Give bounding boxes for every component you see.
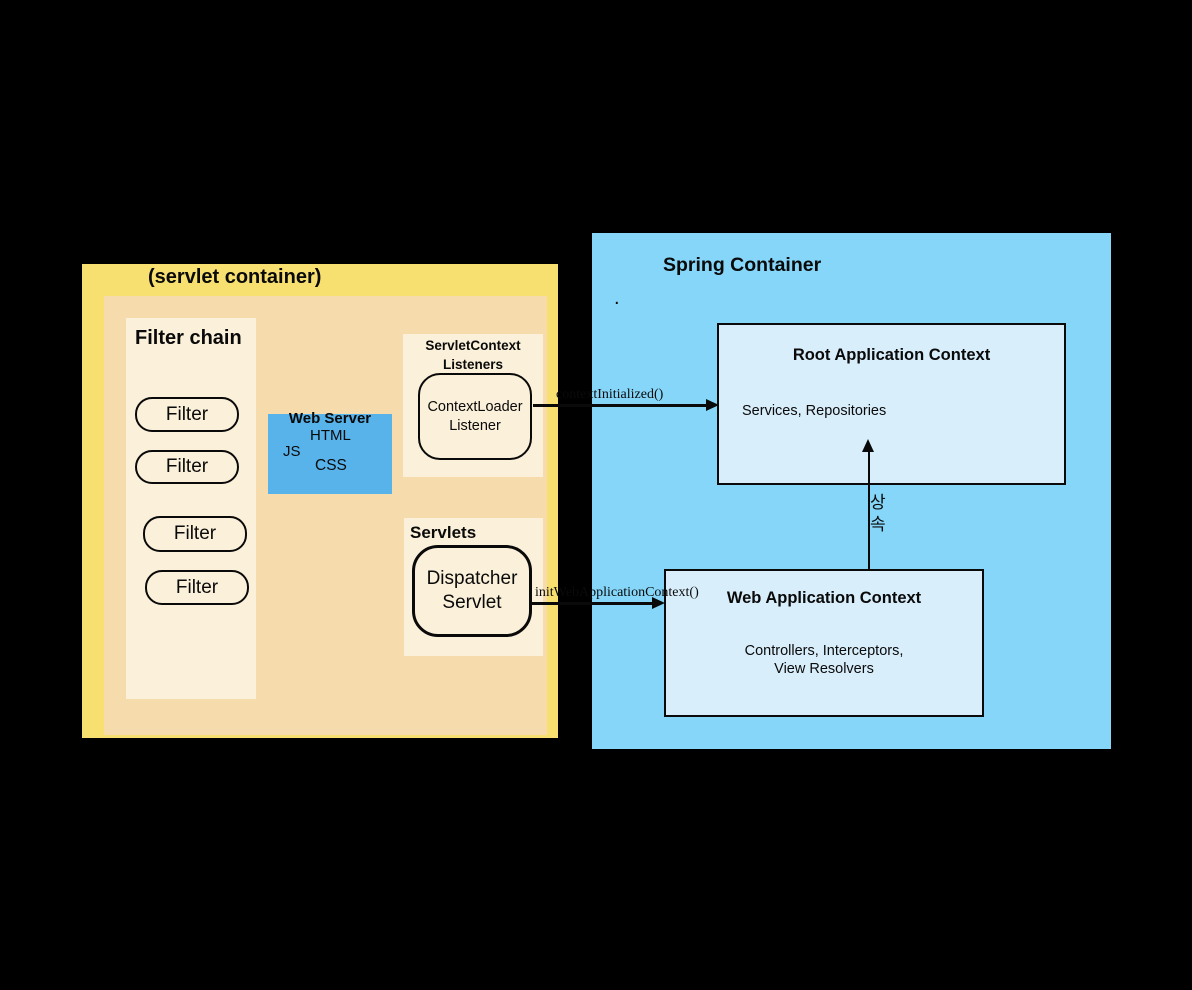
context-loader-listener-node: ContextLoader Listener xyxy=(418,373,532,460)
servlets-title: Servlets xyxy=(410,523,477,542)
root-application-context-contents: Services, Repositories xyxy=(742,403,887,419)
filter-chain-box xyxy=(126,318,256,699)
context-initialized-arrow-line xyxy=(533,404,710,407)
dispatcher-servlet-line1: Dispatcher xyxy=(426,568,518,589)
filter-node-2: Filter xyxy=(135,450,239,484)
stray-dot: . xyxy=(614,287,620,309)
web-server-js-label: JS xyxy=(283,443,301,460)
web-application-context-contents-line1: Controllers, Interceptors, xyxy=(744,643,904,659)
spring-container-title: Spring Container xyxy=(663,254,822,276)
servlet-context-listeners-title: ServletContext Listeners xyxy=(403,336,543,374)
servlet-container-title: (servlet container) xyxy=(148,266,322,288)
web-server-css-label: CSS xyxy=(315,457,347,474)
web-application-context-contents-line2: View Resolvers xyxy=(774,661,874,677)
servlet-context-listeners-title-line2: Listeners xyxy=(442,357,504,372)
filter-node-1: Filter xyxy=(135,397,239,432)
web-server-html-label: HTML xyxy=(310,427,351,444)
servlet-context-listeners-title-line1: ServletContext xyxy=(425,338,521,353)
filter-node-2-label: Filter xyxy=(165,456,209,477)
web-application-context-title: Web Application Context xyxy=(726,589,922,607)
root-application-context-box xyxy=(717,323,1066,485)
context-loader-listener-line2: Listener xyxy=(449,417,501,434)
inheritance-arrow-line xyxy=(867,449,870,569)
dispatcher-servlet-line2: Servlet xyxy=(442,592,502,613)
init-web-application-context-arrow-line xyxy=(532,602,654,605)
dispatcher-servlet-node: Dispatcher Servlet xyxy=(412,545,532,637)
inheritance-arrow-label: 상속 xyxy=(870,493,886,534)
context-loader-listener-line1: ContextLoader xyxy=(427,398,523,415)
context-initialized-arrowhead-icon xyxy=(706,398,719,411)
web-server-box xyxy=(268,414,392,494)
filter-node-1-label: Filter xyxy=(165,403,209,425)
root-application-context-title: Root Application Context xyxy=(792,346,991,364)
web-server-title: Web Server xyxy=(288,410,372,427)
init-web-application-context-arrow-label: initWebApplicationContext() xyxy=(535,585,699,600)
context-initialized-arrow-label: contextInitialized() xyxy=(556,387,664,402)
filter-node-3: Filter xyxy=(143,516,247,552)
filter-chain-title: Filter chain xyxy=(135,327,242,349)
filter-node-4-label: Filter xyxy=(175,576,219,598)
web-application-context-box xyxy=(664,569,984,717)
filter-node-4: Filter xyxy=(145,570,249,605)
inheritance-arrowhead-icon xyxy=(862,439,874,452)
filter-node-3-label: Filter xyxy=(173,523,217,544)
init-web-application-context-arrowhead-icon xyxy=(652,596,665,609)
